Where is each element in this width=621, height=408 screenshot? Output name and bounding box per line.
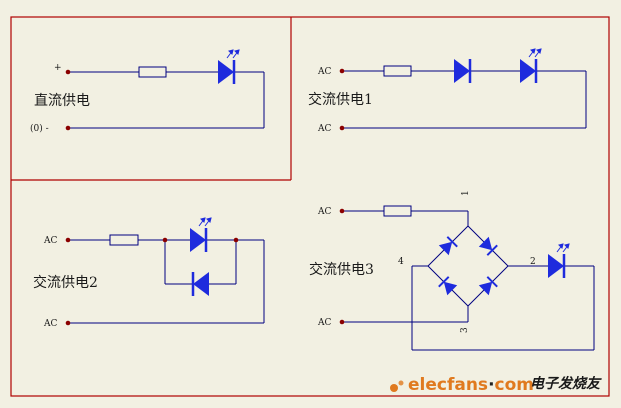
ac-label: AC: [43, 236, 57, 246]
protection-diode: [191, 270, 211, 298]
ac-terminal: [339, 208, 345, 214]
resistor: [109, 234, 139, 246]
led-diode: [216, 49, 240, 86]
resistor: [138, 66, 167, 78]
ac-supply-3-circuit: AC AC 1 2 3 4 交流供电3: [309, 190, 595, 351]
svg-text:elecfans·com: elecfans·com: [408, 375, 534, 395]
dc-zero-minus-label: (0) -: [30, 123, 49, 134]
watermark-site-prefix: elecfans: [408, 375, 488, 395]
elecfans-logo-icon: [390, 380, 404, 392]
ac-supply-2-title: 交流供电2: [33, 274, 98, 291]
junction-dot: [162, 237, 168, 243]
ac-terminal: [65, 320, 71, 326]
ac-supply-3-title: 交流供电3: [309, 261, 374, 278]
dc-supply-title: 直流供电: [34, 92, 90, 109]
dc-positive-terminal: [65, 69, 71, 75]
ac-terminal: [65, 237, 71, 243]
ac-label: AC: [317, 207, 331, 217]
watermark-chinese: 电子发烧友: [530, 375, 602, 392]
watermark-site-suffix: com: [495, 375, 534, 395]
led-diode: [188, 217, 212, 254]
dc-supply-circuit: + (0) - 直流供电: [30, 49, 265, 134]
site-watermark: elecfans·com 电子发烧友: [390, 375, 602, 395]
ac-label: AC: [317, 124, 331, 134]
ac-supply-1-circuit: AC AC 交流供电1: [308, 48, 587, 134]
bridge-node-3-label: 3: [460, 327, 470, 333]
bridge-node-1-label: 1: [461, 190, 471, 196]
ac-terminal: [339, 68, 345, 74]
ac-supply-1-title: 交流供电1: [308, 91, 373, 108]
watermark-site-dot: ·: [488, 375, 494, 395]
junction-dot: [233, 237, 239, 243]
ac-terminal: [339, 319, 345, 325]
resistor: [383, 65, 412, 77]
led-diode: [518, 48, 542, 85]
panel-border: [10, 16, 610, 397]
dc-plus-label: +: [54, 63, 62, 73]
rectifier-diode: [452, 57, 472, 85]
ac-label: AC: [317, 318, 331, 328]
ac-supply-2-circuit: AC AC 交流供电2: [33, 217, 265, 329]
ac-terminal: [339, 125, 345, 131]
ac-label: AC: [317, 67, 331, 77]
bridge-node-4-label: 4: [398, 257, 404, 267]
bridge-node-2-label: 2: [530, 257, 536, 267]
dc-negative-terminal: [65, 125, 71, 131]
led-diode: [546, 243, 570, 280]
resistor: [383, 205, 412, 217]
ac-label: AC: [43, 319, 57, 329]
